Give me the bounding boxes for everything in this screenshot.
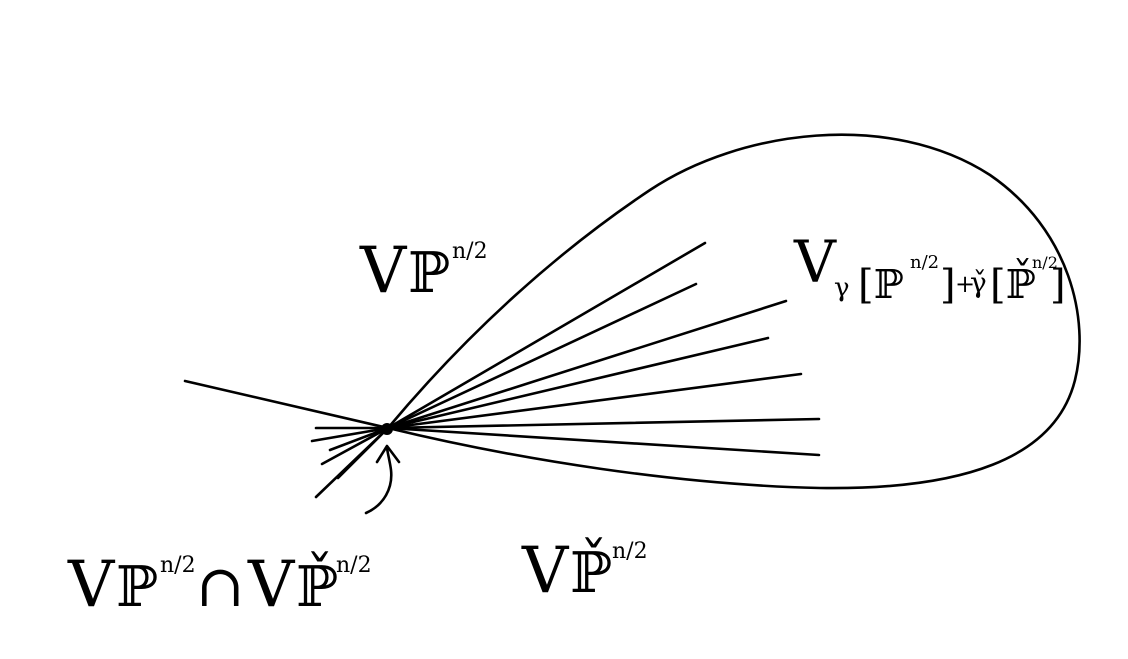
label-int-left-base: ℙ bbox=[116, 555, 158, 620]
lobe-boundary bbox=[386, 133, 1081, 490]
label-lobe-second-exponent: n/2 bbox=[1032, 253, 1058, 272]
label-top-exponent: n/2 bbox=[452, 239, 488, 264]
label-lobe-first-term: [ℙ bbox=[858, 262, 904, 308]
pencil-line-4 bbox=[328, 336, 770, 452]
label-lobe-v: V bbox=[793, 228, 837, 296]
label-int-cap: ∩ bbox=[196, 552, 245, 620]
intersection-point bbox=[381, 423, 393, 435]
label-int-right-exponent: n/2 bbox=[336, 553, 372, 578]
label-int-right-v: V bbox=[247, 548, 296, 622]
label-lobe-second-term: [ℙ̌ bbox=[990, 260, 1036, 308]
label-top-region: V ℙ n/2 bbox=[359, 234, 488, 308]
label-intersection: V ℙ n/2 ∩ V ℙ̌ n/2 bbox=[67, 548, 372, 622]
arrowhead-icon bbox=[375, 444, 401, 464]
label-lobe-second-close: ] bbox=[1050, 262, 1066, 308]
tangent-line bbox=[183, 379, 390, 430]
label-top-v: V bbox=[359, 234, 408, 308]
label-lobe-plus: + bbox=[955, 270, 975, 298]
label-lobe-subscript: γ bbox=[834, 273, 850, 303]
label-lobe-first-close: ] bbox=[940, 262, 956, 308]
label-int-left-v: V bbox=[67, 548, 116, 622]
label-bottom-base: ℙ̌ bbox=[570, 536, 612, 606]
label-int-right-base: ℙ̌ bbox=[296, 550, 338, 620]
label-bottom-region: V ℙ̌ n/2 bbox=[521, 534, 648, 608]
label-top-base: ℙ bbox=[408, 241, 450, 306]
pointer-arrow bbox=[364, 446, 393, 515]
label-bottom-v: V bbox=[521, 534, 570, 608]
label-lobe-first-exponent: n/2 bbox=[910, 252, 939, 273]
label-lobe-coefficient: γ̌ bbox=[970, 266, 987, 299]
pencil-line-7 bbox=[386, 426, 821, 457]
label-lobe: V γ [ℙ n/2 ] + γ̌ [ℙ̌ n/2 ] bbox=[793, 228, 1066, 308]
label-bottom-exponent: n/2 bbox=[612, 539, 648, 564]
label-int-left-exponent: n/2 bbox=[160, 553, 196, 578]
